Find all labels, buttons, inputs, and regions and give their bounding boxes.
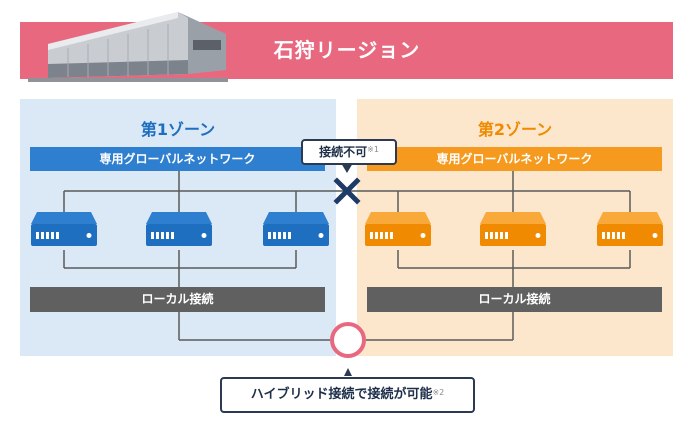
zone-2-title: 第2ゾーン	[477, 120, 553, 139]
server-icon	[263, 212, 329, 246]
server-icon	[365, 212, 431, 246]
hybrid-callout: ハイブリッド接続で接続が可能※2	[220, 377, 475, 413]
hybrid-note: ※2	[432, 388, 445, 397]
server-icon	[480, 212, 546, 246]
server-icon	[597, 212, 663, 246]
server-icon	[31, 212, 97, 246]
hybrid-text: ハイブリッド接続で接続が可能	[250, 387, 433, 402]
zone-2-local-bar: ローカル接続	[367, 287, 662, 312]
building-photo	[28, 12, 228, 82]
zone-1-title: 第1ゾーン	[140, 120, 216, 139]
no-connection-text: 接続不可	[319, 145, 368, 159]
zone-2-network-bar: 専用グローバルネットワーク	[367, 147, 662, 171]
zone-1-local-bar: ローカル接続	[30, 287, 325, 312]
no-connection-callout: 接続不可※1	[301, 139, 397, 165]
cross-icon	[333, 177, 361, 205]
server-icon	[146, 212, 212, 246]
no-connection-note: ※1	[367, 145, 379, 154]
zone-1-network-bar: 専用グローバルネットワーク	[30, 147, 325, 171]
connection-circle-icon	[330, 322, 366, 358]
region-title: 石狩リージョン	[273, 38, 421, 62]
